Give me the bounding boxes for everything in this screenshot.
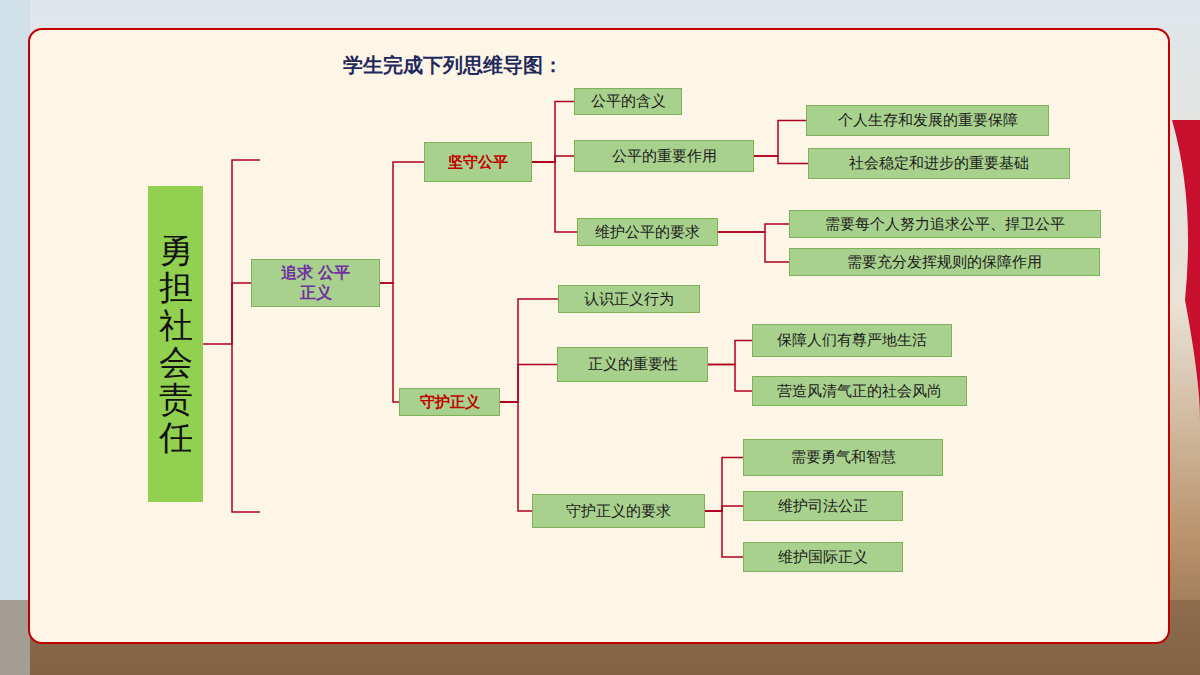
flag	[1172, 120, 1200, 420]
topic-box: 维护公平的要求	[577, 218, 718, 246]
topic-box: 守护正义	[399, 388, 500, 416]
node-label: 维护公平的要求	[595, 223, 700, 242]
bracket-connector	[718, 224, 789, 232]
topic-box: 需要每个人努力追求公平、捍卫公平	[789, 210, 1101, 238]
node-label: 守护正义的要求	[566, 502, 671, 521]
node-label: 正义的重要性	[588, 355, 678, 374]
bracket-connector	[380, 283, 399, 402]
node-label: 守护正义	[420, 393, 480, 412]
topic-box: 维护国际正义	[743, 542, 903, 572]
topic-box: 追求 公平正义	[251, 259, 380, 307]
node-label: 个人生存和发展的重要保障	[838, 111, 1018, 130]
node-label: 公平的重要作用	[612, 147, 717, 166]
topic-box: 坚守公平	[424, 142, 532, 182]
bracket-connector	[708, 341, 752, 365]
node-label: 认识正义行为	[584, 290, 674, 309]
bracket-connector	[754, 121, 806, 157]
topic-box: 个人生存和发展的重要保障	[806, 105, 1049, 136]
node-label: 需要勇气和智慧	[791, 448, 896, 467]
topic-box: 守护正义的要求	[532, 494, 705, 528]
root-box: 勇担社会责任	[148, 186, 203, 502]
window	[0, 0, 30, 675]
topic-box: 认识正义行为	[558, 285, 700, 313]
bracket-connector	[718, 232, 789, 262]
slide-title: 学生完成下列思维导图：	[343, 52, 563, 79]
bracket-connector	[500, 365, 557, 403]
node-label: 需要充分发挥规则的保障作用	[847, 253, 1042, 272]
node-label: 社会稳定和进步的重要基础	[849, 154, 1029, 173]
topic-box: 公平的重要作用	[574, 140, 754, 172]
topic-box: 正义的重要性	[557, 347, 708, 382]
node-label: 维护司法公正	[778, 497, 868, 516]
topic-box: 需要充分发挥规则的保障作用	[789, 248, 1100, 276]
node-label: 维护国际正义	[778, 548, 868, 567]
bracket-arm	[232, 160, 260, 512]
node-label: 追求 公平正义	[279, 263, 353, 303]
node-label: 勇担社会责任	[159, 232, 193, 456]
bracket-connector	[754, 156, 808, 164]
topic-box: 公平的含义	[574, 88, 682, 115]
bracket-connector	[380, 162, 424, 283]
node-label: 保障人们有尊严地生活	[777, 331, 927, 350]
node-label: 需要每个人努力追求公平、捍卫公平	[825, 215, 1065, 234]
bracket-connector	[500, 402, 532, 511]
bracket-connector	[708, 365, 752, 392]
bracket-connector	[500, 299, 558, 402]
topic-box: 社会稳定和进步的重要基础	[808, 148, 1070, 179]
bracket-connector	[203, 283, 251, 344]
bracket-connector	[532, 102, 574, 163]
node-label: 坚守公平	[448, 153, 508, 172]
bracket-connector	[532, 162, 577, 232]
bracket-connector	[532, 156, 574, 162]
bracket-connector	[705, 511, 743, 557]
bracket-connector	[705, 458, 743, 512]
topic-box: 保障人们有尊严地生活	[752, 324, 952, 357]
topic-box: 需要勇气和智慧	[743, 439, 943, 476]
topic-box: 维护司法公正	[743, 491, 903, 521]
node-label: 公平的含义	[591, 92, 666, 111]
topic-box: 营造风清气正的社会风尚	[752, 376, 967, 406]
node-label: 营造风清气正的社会风尚	[777, 382, 942, 401]
